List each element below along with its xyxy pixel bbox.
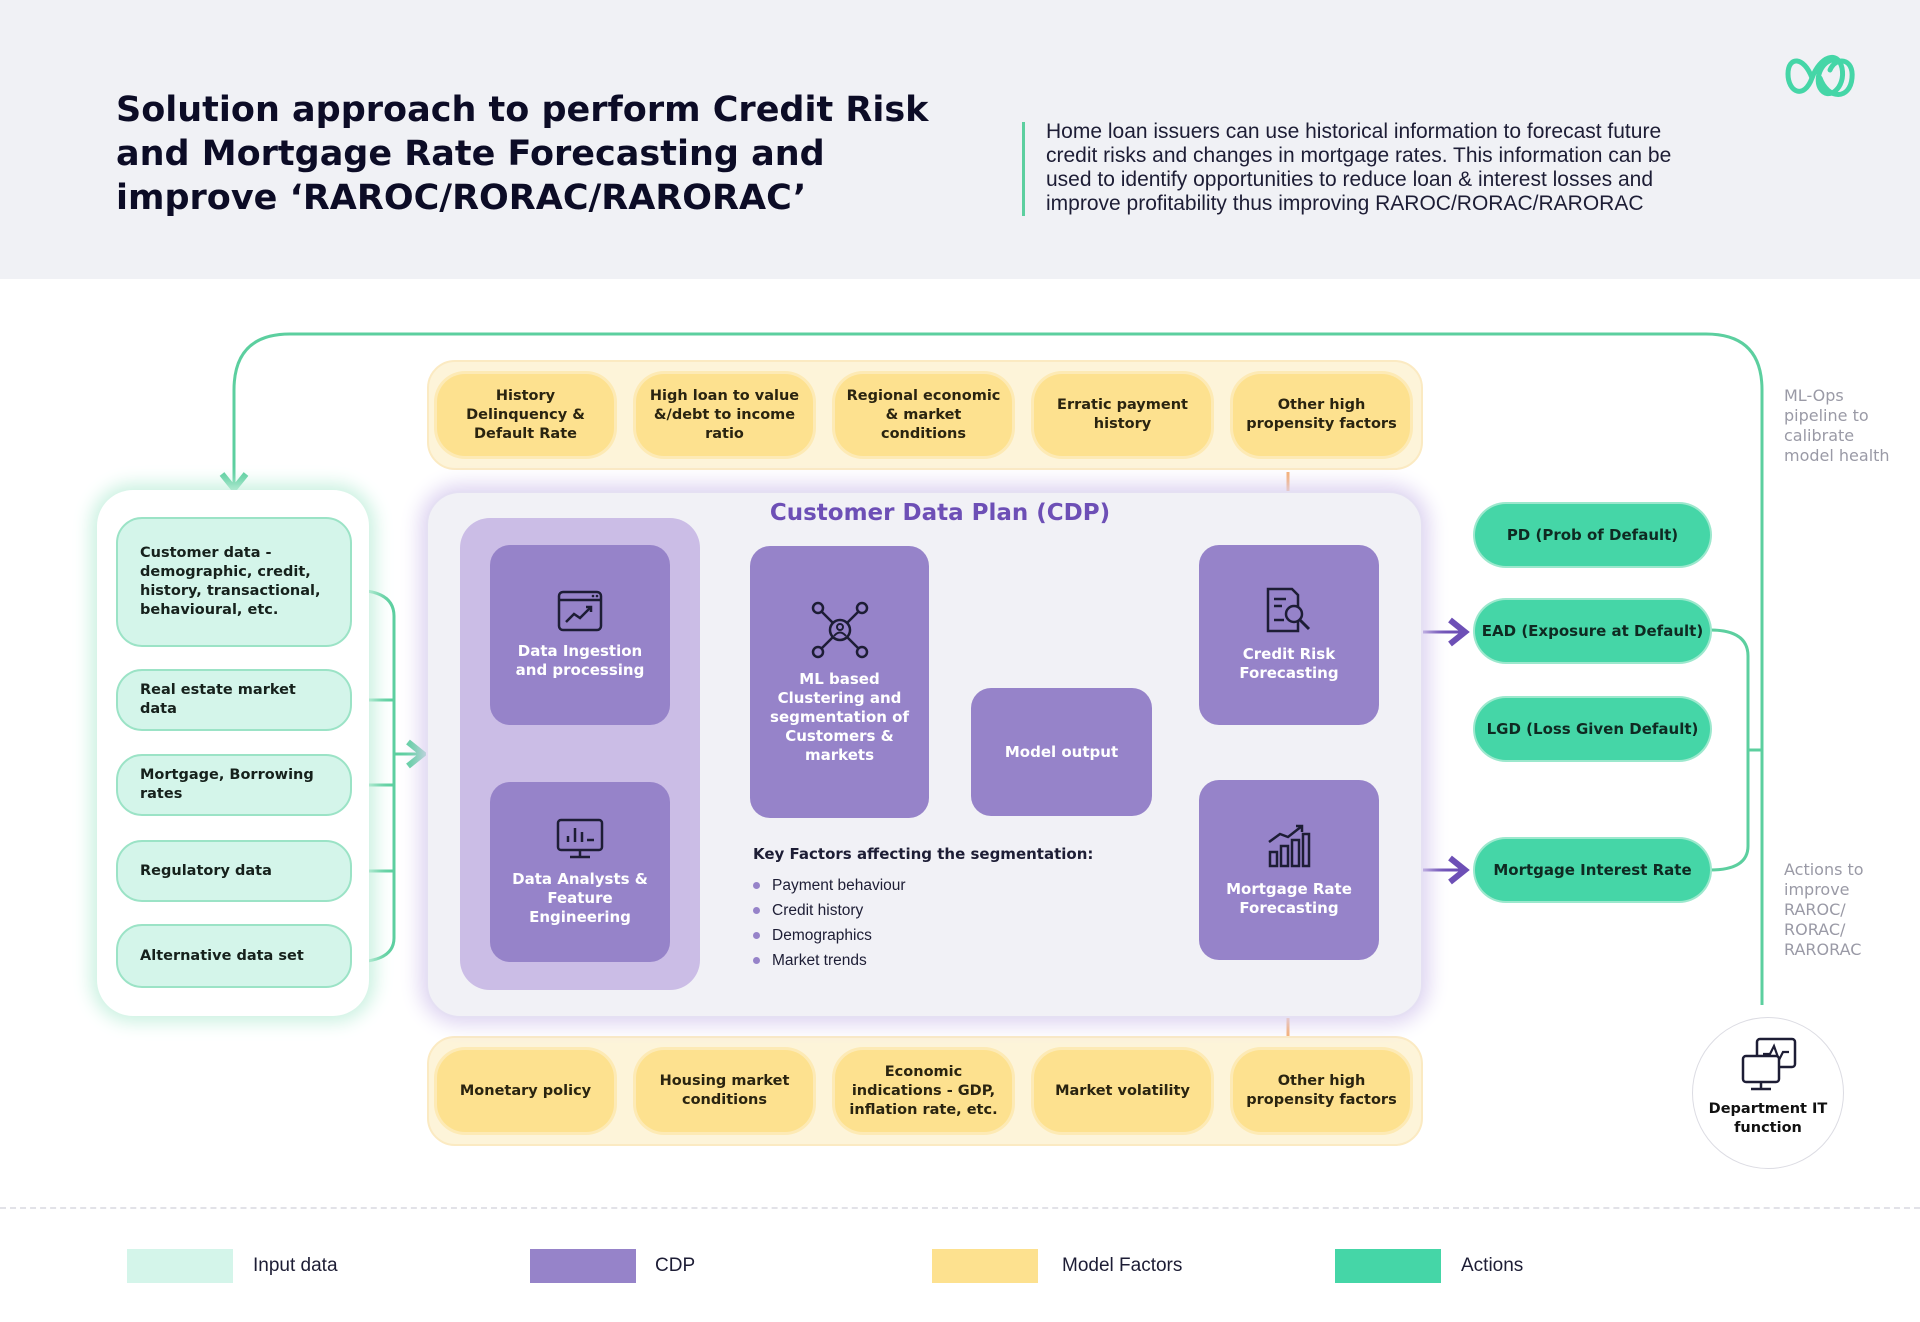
input-alternative: Alternative data set	[116, 924, 352, 988]
mortgage-rate-label: Mortgage Rate Forecasting	[1226, 880, 1352, 917]
legend-separator	[0, 1207, 1920, 1209]
credit-risk-label: Credit Risk Forecasting	[1239, 645, 1339, 682]
input-customer-data: Customer data - demographic, credit, his…	[116, 517, 352, 647]
bottom-factor-volatility: Market volatility	[1034, 1050, 1211, 1132]
ml-clustering-label: ML based Clustering and segmentation of …	[770, 669, 909, 764]
action-mortgage-rate: Mortgage Interest Rate	[1475, 839, 1710, 901]
legend-swatch-factors	[932, 1249, 1038, 1283]
header-description: Home loan issuers can use historical inf…	[1046, 120, 1672, 215]
legend-label-factors: Model Factors	[1062, 1255, 1183, 1276]
cdp-title: Customer Data Plan (CDP)	[769, 500, 1111, 526]
input-regulatory: Regulatory data	[116, 840, 352, 902]
bottom-factor-other: Other high propensity factors	[1233, 1050, 1410, 1132]
action-ead: EAD (Exposure at Default)	[1475, 600, 1710, 662]
mlops-label: ML-Ops pipeline to calibrate model healt…	[1784, 386, 1890, 465]
network-icon	[811, 601, 868, 658]
data-ingestion-box: Data Ingestion and processing	[490, 545, 670, 725]
mortgage-rate-box: Mortgage Rate Forecasting	[1199, 780, 1379, 960]
legend-swatch-input	[127, 1249, 233, 1283]
input-real-estate: Real estate market data	[116, 669, 352, 731]
actions-note-label: Actions to improve RAROC/ RORAC/ RARORAC	[1784, 860, 1864, 959]
logo-icon	[1785, 54, 1855, 97]
department-label: Department IT function	[1708, 1101, 1828, 1136]
header-divider	[1022, 122, 1025, 216]
header-band	[0, 0, 1920, 279]
key-factor-item: Credit history	[753, 898, 906, 923]
data-analysts-label: Data Analysts & Feature Engineering	[512, 869, 648, 926]
action-pd: PD (Prob of Default)	[1475, 504, 1710, 566]
document-search-icon	[1266, 587, 1311, 633]
key-factor-item: Demographics	[753, 923, 906, 948]
top-factor-regional: Regional economic & market conditions	[835, 374, 1012, 456]
data-analysts-box: Data Analysts & Feature Engineering	[490, 782, 670, 962]
it-monitor-icon	[1741, 1037, 1797, 1091]
bar-chart-icon	[1268, 824, 1311, 868]
legend-swatch-actions	[1335, 1249, 1441, 1283]
key-factors-title: Key Factors affecting the segmentation:	[753, 845, 1094, 863]
top-factor-ltv: High loan to value &/debt to income rati…	[636, 374, 813, 456]
key-factor-item: Payment behaviour	[753, 873, 906, 898]
key-factors-list: Payment behaviour Credit history Demogra…	[753, 873, 906, 973]
legend-swatch-cdp	[530, 1249, 636, 1283]
ml-clustering-box: ML based Clustering and segmentation of …	[750, 546, 929, 818]
top-factor-history: History Delinquency & Default Rate	[437, 374, 614, 456]
legend-label-cdp: CDP	[655, 1255, 696, 1276]
bottom-factor-housing: Housing market conditions	[636, 1050, 813, 1132]
action-lgd: LGD (Loss Given Default)	[1475, 698, 1710, 760]
data-ingestion-label: Data Ingestion and processing	[515, 642, 645, 679]
page-title: Solution approach to perform Credit Risk…	[116, 90, 929, 218]
analytics-monitor-icon	[556, 818, 604, 858]
model-output-box: Model output	[971, 688, 1152, 816]
chart-screen-icon	[557, 590, 603, 632]
top-factor-erratic: Erratic payment history	[1034, 374, 1211, 456]
top-factor-other: Other high propensity factors	[1233, 374, 1410, 456]
legend-label-input: Input data	[253, 1255, 338, 1276]
key-factor-item: Market trends	[753, 948, 906, 973]
bottom-factor-monetary: Monetary policy	[437, 1050, 614, 1132]
legend-label-actions: Actions	[1461, 1255, 1524, 1276]
input-mortgage-rates: Mortgage, Borrowing rates	[116, 754, 352, 816]
credit-risk-box: Credit Risk Forecasting	[1199, 545, 1379, 725]
bottom-factor-economic: Economic indications - GDP, inflation ra…	[835, 1050, 1012, 1132]
actions-bracket-line	[1709, 628, 1750, 872]
